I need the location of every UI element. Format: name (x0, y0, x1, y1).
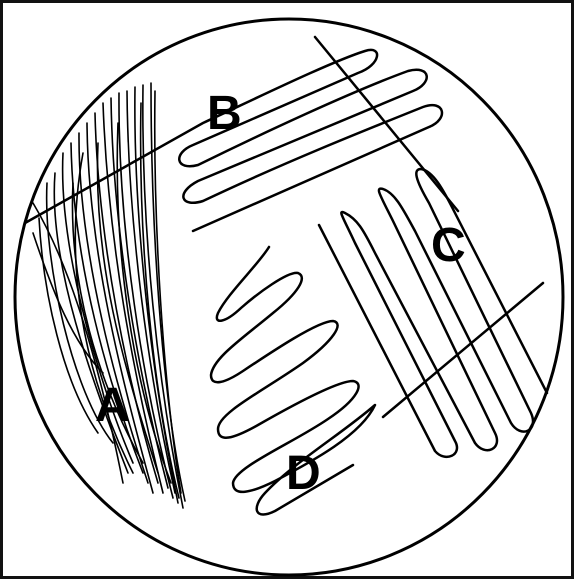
streak-plate-diagram: A B C D (3, 3, 574, 582)
section-label-c: C (431, 219, 466, 272)
section-label-b: B (207, 87, 242, 140)
streak-section-c (319, 169, 547, 457)
section-label-a: A (95, 379, 130, 432)
section-label-d: D (286, 447, 321, 500)
